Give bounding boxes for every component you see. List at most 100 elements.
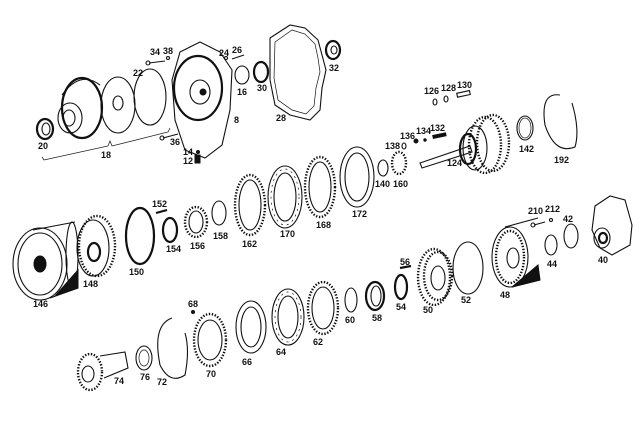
callout-138: 138 bbox=[385, 141, 401, 151]
part-168-steel-plate bbox=[303, 155, 337, 219]
part-212-washer bbox=[548, 217, 554, 223]
part-132-pin bbox=[432, 132, 447, 140]
callout-32: 32 bbox=[329, 63, 340, 73]
callout-74: 74 bbox=[114, 376, 125, 386]
part-154-ring bbox=[161, 216, 179, 244]
callout-28: 28 bbox=[276, 113, 287, 123]
part-44-ring bbox=[544, 234, 558, 256]
part-210-bolt bbox=[530, 221, 546, 228]
callout-18: 18 bbox=[101, 150, 112, 160]
part-68-plug bbox=[191, 310, 195, 314]
part-40-rear-housing bbox=[591, 195, 633, 256]
callout-30: 30 bbox=[257, 83, 268, 93]
callout-58: 58 bbox=[372, 313, 383, 323]
callout-34: 34 bbox=[150, 47, 161, 57]
part-64-friction-plate bbox=[271, 288, 305, 346]
part-172-pressure-plate bbox=[339, 146, 375, 208]
callout-22: 22 bbox=[133, 68, 144, 78]
callout-48: 48 bbox=[500, 290, 511, 300]
part-76-washer bbox=[135, 345, 153, 371]
part-136-plug bbox=[413, 138, 419, 144]
callout-76: 76 bbox=[140, 372, 151, 382]
callout-14: 14 bbox=[183, 147, 194, 157]
part-18-pump-plate bbox=[100, 76, 136, 134]
callout-64: 64 bbox=[276, 347, 287, 357]
callout-50: 50 bbox=[423, 305, 434, 315]
callout-158: 158 bbox=[213, 231, 229, 241]
callout-156: 156 bbox=[190, 241, 206, 251]
callout-128: 128 bbox=[441, 83, 457, 93]
part-148-piston bbox=[76, 214, 117, 278]
callout-16: 16 bbox=[237, 87, 248, 97]
callout-40: 40 bbox=[598, 255, 609, 265]
part-54-ring bbox=[393, 273, 409, 301]
callout-142: 142 bbox=[519, 144, 535, 154]
part-42-ring bbox=[563, 223, 579, 249]
callout-148: 148 bbox=[83, 279, 99, 289]
part-66-plate bbox=[235, 300, 267, 354]
callout-192: 192 bbox=[554, 155, 570, 165]
callout-72: 72 bbox=[157, 377, 168, 387]
callout-160: 160 bbox=[393, 179, 409, 189]
part-18-pump-body bbox=[57, 76, 104, 140]
part-14-washer bbox=[196, 150, 200, 154]
callout-8: 8 bbox=[234, 115, 240, 125]
part-16-seal-ring bbox=[234, 65, 250, 85]
callout-150: 150 bbox=[129, 267, 145, 277]
part-146-drum bbox=[12, 221, 79, 301]
callout-130: 130 bbox=[457, 80, 473, 90]
callout-162: 162 bbox=[242, 239, 258, 249]
part-30-seal bbox=[252, 60, 270, 84]
part-12-bolt bbox=[194, 154, 201, 164]
part-56-pin bbox=[399, 264, 412, 270]
callout-66: 66 bbox=[242, 357, 253, 367]
callout-20: 20 bbox=[38, 141, 49, 151]
part-170-friction-plate bbox=[267, 165, 303, 229]
part-74-output-gear bbox=[76, 351, 129, 392]
part-156-bearing bbox=[183, 205, 209, 239]
part-126-ball bbox=[432, 98, 438, 106]
callout-62: 62 bbox=[313, 337, 324, 347]
part-160-bearing bbox=[390, 150, 408, 176]
callout-56: 56 bbox=[400, 257, 411, 267]
callout-154: 154 bbox=[166, 244, 182, 254]
callout-126: 126 bbox=[424, 86, 440, 96]
part-142-ring bbox=[516, 115, 534, 141]
callout-60: 60 bbox=[345, 315, 356, 325]
callout-136: 136 bbox=[400, 131, 416, 141]
callout-170: 170 bbox=[280, 229, 296, 239]
part-130-pin bbox=[456, 89, 471, 98]
callout-168: 168 bbox=[316, 220, 332, 230]
part-150-ring bbox=[124, 206, 156, 266]
callout-152: 152 bbox=[152, 199, 168, 209]
part-128-ball bbox=[443, 95, 449, 103]
part-140-ring bbox=[377, 159, 389, 177]
callout-68: 68 bbox=[188, 299, 199, 309]
part-20-seal bbox=[35, 117, 55, 141]
callout-44: 44 bbox=[547, 259, 558, 269]
part-8-front-housing bbox=[171, 41, 233, 159]
part-152-pin bbox=[155, 208, 168, 215]
callout-36: 36 bbox=[170, 137, 181, 147]
callout-26: 26 bbox=[232, 45, 243, 55]
part-28-gasket bbox=[269, 24, 327, 121]
callout-12: 12 bbox=[183, 156, 194, 166]
callout-212: 212 bbox=[545, 204, 561, 214]
part-162-steel-plate bbox=[233, 173, 267, 237]
callout-70: 70 bbox=[206, 369, 217, 379]
callout-146: 146 bbox=[33, 299, 49, 309]
part-22-o-ring bbox=[133, 68, 167, 126]
callout-134: 134 bbox=[416, 126, 432, 136]
part-34-bolt bbox=[145, 60, 166, 66]
part-192-snap-ring bbox=[543, 94, 578, 150]
part-36-bolt bbox=[159, 133, 179, 141]
callout-24: 24 bbox=[219, 48, 230, 58]
callout-54: 54 bbox=[396, 302, 407, 312]
part-38-washer bbox=[165, 55, 171, 61]
part-158-ring bbox=[211, 200, 227, 226]
part-124-input-shaft-drum bbox=[419, 113, 511, 175]
part-134-ball bbox=[423, 138, 427, 142]
part-32-seal bbox=[324, 39, 342, 61]
part-62-steel-plate bbox=[306, 280, 340, 336]
